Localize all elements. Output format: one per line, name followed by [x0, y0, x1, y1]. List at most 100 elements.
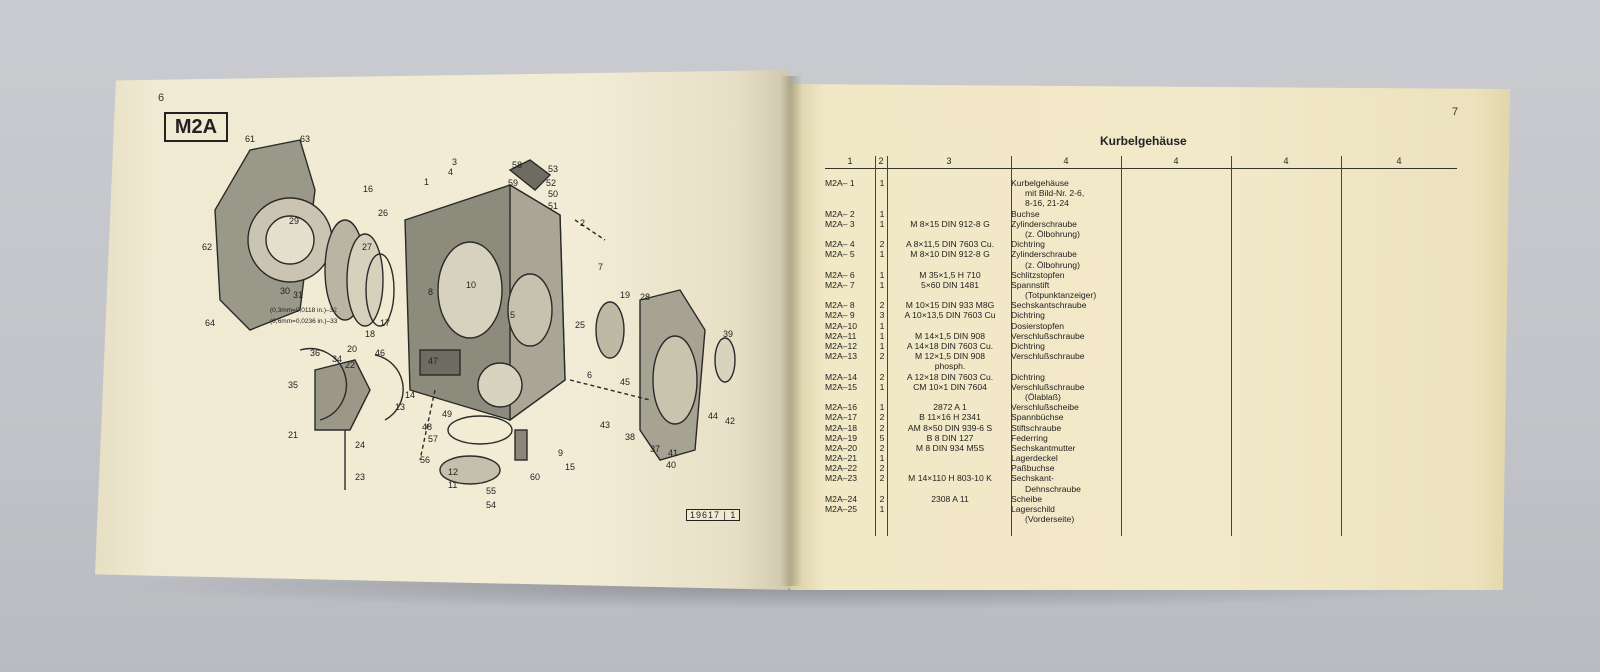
description: Verschlußschraube [1011, 330, 1085, 341]
description: Paßbuchse [1011, 463, 1055, 474]
svg-text:58: 58 [512, 160, 522, 170]
quantity: 5 [879, 432, 885, 443]
col-header: 4 [1283, 156, 1289, 166]
svg-text:42: 42 [725, 416, 735, 426]
header-rule [825, 168, 1457, 169]
svg-text:27: 27 [362, 242, 372, 252]
part-number: M2A–10 [825, 320, 858, 331]
book-gutter [780, 76, 802, 586]
svg-text:17: 17 [380, 318, 390, 328]
svg-text:6: 6 [587, 370, 592, 380]
svg-text:48: 48 [422, 422, 432, 432]
description: (z. Ölbohrung) [1025, 228, 1080, 239]
quantity: 1 [879, 381, 885, 392]
description: Verschlußschraube [1011, 351, 1085, 362]
svg-text:21: 21 [288, 430, 298, 440]
part-number: M2A–13 [825, 351, 858, 362]
part-number: M2A– 1 [825, 178, 855, 188]
svg-text:54: 54 [486, 500, 496, 510]
svg-text:41: 41 [668, 448, 678, 458]
shim-note-32: (0,3mm=0,0118 in.)–32 [270, 307, 337, 314]
description: Buchse [1011, 208, 1040, 219]
description: Lagerdeckel [1011, 453, 1058, 464]
description: Dehnschraube [1025, 483, 1081, 494]
svg-text:31: 31 [293, 290, 303, 300]
part-number: M2A–11 [825, 330, 857, 341]
description: Dosierstopfen [1011, 320, 1065, 331]
quantity: 2 [879, 463, 885, 474]
column-divider [887, 156, 888, 536]
svg-text:22: 22 [345, 360, 355, 370]
svg-text:13: 13 [395, 402, 405, 412]
table-row: (z. Ölbohrung) [825, 229, 1457, 239]
part-number: M2A– 5 [825, 249, 855, 260]
svg-text:23: 23 [355, 472, 365, 482]
description: Dichtring [1011, 341, 1045, 351]
table-row: (Ölablaß) [825, 392, 1457, 402]
svg-text:47: 47 [428, 356, 438, 366]
column-divider [875, 156, 876, 536]
quantity: 2 [879, 473, 885, 484]
right-page-number: 7 [1452, 106, 1459, 118]
specification: phosph. [934, 361, 966, 372]
description: Dichtring [1011, 371, 1045, 382]
part-number: M2A–25 [825, 504, 858, 514]
column-divider [1121, 156, 1122, 536]
svg-text:19: 19 [620, 290, 630, 300]
description: Spannstift [1011, 279, 1050, 290]
svg-text:45: 45 [620, 377, 630, 387]
quantity: 1 [879, 218, 885, 229]
part-number: M2A–15 [825, 381, 858, 392]
description: Scheibe [1011, 493, 1043, 504]
svg-text:57: 57 [428, 434, 438, 444]
svg-text:26: 26 [378, 208, 388, 218]
part-number: M2A–19 [825, 432, 858, 443]
description: 8-16, 21-24 [1025, 198, 1069, 209]
specification: 2308 A 11 [931, 493, 969, 504]
svg-text:4: 4 [448, 167, 453, 177]
quantity: 1 [879, 330, 885, 341]
description: (Totpunktanzeiger) [1025, 290, 1097, 301]
quantity: 1 [879, 341, 885, 351]
quantity: 1 [879, 402, 885, 413]
quantity: 3 [879, 310, 885, 321]
svg-text:37: 37 [650, 444, 660, 454]
svg-text:5: 5 [510, 310, 515, 320]
svg-text:30: 30 [280, 286, 290, 296]
table-row: (Vorderseite) [825, 514, 1457, 524]
column-divider [1011, 156, 1012, 536]
svg-text:36: 36 [310, 348, 320, 358]
specification: A 8×11,5 DIN 7603 Cu. [906, 239, 994, 250]
quantity: 2 [879, 371, 885, 382]
svg-text:3: 3 [452, 157, 457, 167]
quantity: 1 [879, 249, 885, 260]
part-number: M2A– 3 [825, 218, 855, 229]
col-header: 4 [1173, 156, 1179, 166]
svg-text:55: 55 [486, 486, 496, 496]
svg-text:44: 44 [708, 411, 718, 421]
left-page-number: 6 [158, 92, 165, 104]
description: Schlitzstopfen [1011, 269, 1065, 280]
svg-text:12: 12 [448, 467, 458, 477]
quantity: 2 [879, 412, 885, 423]
part-number: M2A–12 [825, 341, 858, 351]
svg-text:61: 61 [245, 134, 255, 144]
specification: M 8×10 DIN 912-8 G [910, 249, 990, 260]
part-number: M2A–14 [825, 371, 858, 382]
description: Sechskantschraube [1011, 300, 1087, 311]
quantity: 1 [879, 178, 885, 188]
description: Dichtring [1011, 310, 1045, 321]
